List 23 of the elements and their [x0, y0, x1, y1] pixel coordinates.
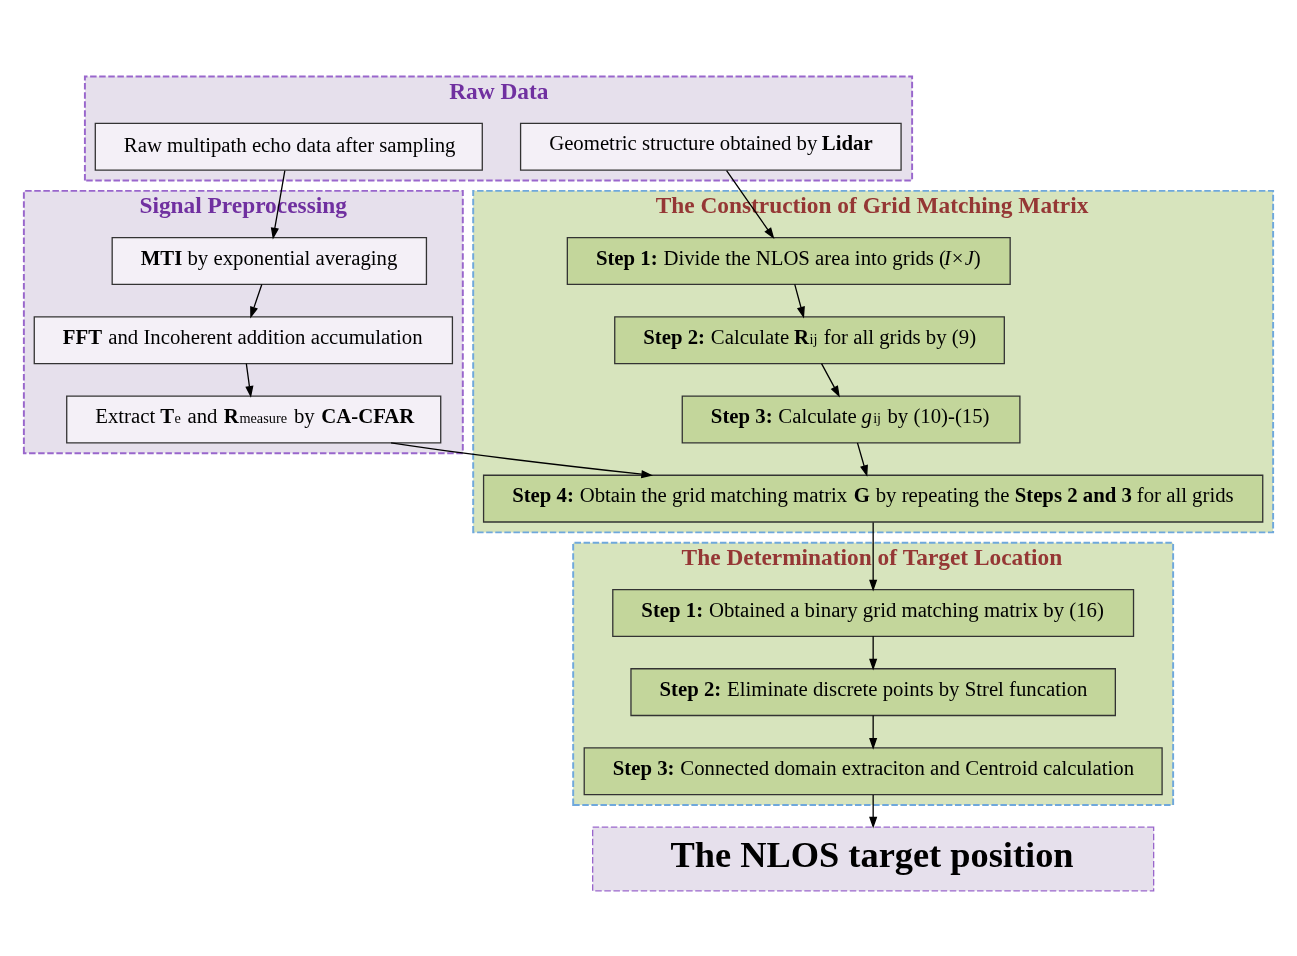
node-box: Geometric structure obtained by Lidar	[519, 122, 902, 171]
arrow	[869, 714, 878, 750]
arrow	[869, 521, 878, 591]
node-box: Step 1: Divide the NLOS area into grids (I×J)	[566, 236, 1011, 285]
arrow	[820, 362, 840, 397]
arrow	[245, 362, 254, 398]
node-box: The NLOS target position	[592, 826, 1155, 891]
arrow	[250, 283, 263, 318]
arrow	[794, 283, 805, 318]
node-box: Extract Te and Rmeasure by CA-CFAR	[66, 394, 442, 443]
node-box: Step 4: Obtain the grid matching matrix G by repeating the Steps 2 and 3 for all grids	[482, 474, 1264, 523]
node-box: Raw multipath echo data after sampling	[94, 122, 483, 171]
arrow	[856, 441, 868, 477]
arrow	[390, 441, 654, 478]
arrow	[869, 793, 878, 828]
node-box: Step 3: Connected domain extraciton and Centroid calculation	[583, 746, 1163, 795]
node-box: FFT and Incoherent addition accumulation	[33, 315, 454, 364]
node-box: MTI by exponential averaging	[111, 236, 428, 285]
node-box: Step 1: Obtained a binary grid matching matrix by (16)	[612, 588, 1135, 637]
node-box: Step 2: Eliminate discrete points by Strel funcation	[630, 667, 1116, 716]
node-box: Step 2: Calculate Rij for all grids by (9)	[614, 315, 1005, 364]
node-box: Step 3: Calculate gij by (10)-(15)	[681, 394, 1021, 443]
arrow	[869, 635, 878, 670]
